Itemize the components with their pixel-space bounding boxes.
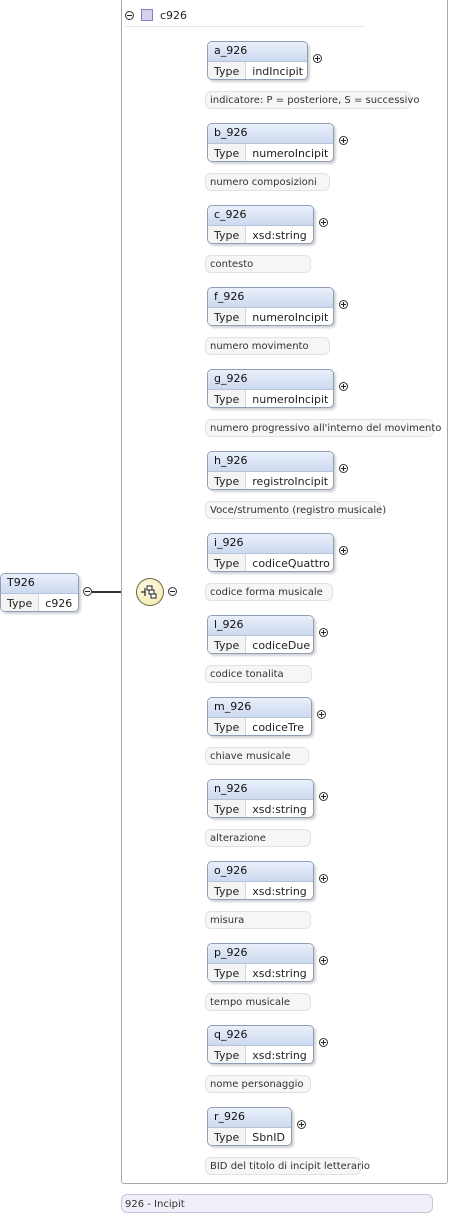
- element-name: l_926: [208, 616, 313, 636]
- element-type-value: xsd:string: [252, 803, 307, 816]
- root-type-value: c926: [45, 597, 73, 610]
- element-documentation: tempo musicale: [205, 993, 311, 1011]
- expand-icon[interactable]: [339, 382, 348, 391]
- element-name: c_926: [208, 206, 313, 226]
- element-type-label: Type: [208, 800, 247, 817]
- element-name: f_926: [208, 288, 333, 308]
- element-type-value: numeroIncipit: [252, 311, 329, 324]
- element-type-label: Type: [208, 472, 247, 489]
- element-documentation: codice tonalita: [205, 665, 312, 683]
- element-name: a_926: [208, 42, 307, 62]
- element-type-label: Type: [208, 226, 247, 243]
- element-documentation: chiave musicale: [205, 747, 309, 765]
- element-documentation: indicatore: P = posteriore, S = successi…: [205, 91, 419, 109]
- element-type-value: registroIncipit: [252, 475, 329, 488]
- root-type-label: Type: [1, 594, 40, 611]
- element-type-label: Type: [208, 882, 247, 899]
- complex-type-name: c926: [160, 8, 188, 22]
- expand-icon[interactable]: [317, 710, 326, 719]
- collapse-icon[interactable]: [125, 10, 134, 20]
- expand-icon[interactable]: [339, 464, 348, 473]
- element-type-value: xsd:string: [252, 967, 307, 980]
- element-type-value: xsd:string: [252, 885, 307, 898]
- type-documentation: 926 - Incipit: [121, 1194, 433, 1213]
- element-name: n_926: [208, 780, 313, 800]
- element-type-value: xsd:string: [252, 229, 307, 242]
- element-documentation: codice forma musicale: [205, 583, 333, 601]
- expand-icon[interactable]: [319, 1038, 328, 1047]
- element-type-label: Type: [208, 1128, 247, 1145]
- element-type-value: codiceTre: [252, 721, 305, 734]
- element-type-label: Type: [208, 636, 247, 653]
- complex-type-icon: [141, 9, 153, 21]
- element-type-value: indIncipit: [252, 65, 303, 78]
- element-type-label: Type: [208, 1046, 247, 1063]
- element-type-label: Type: [208, 390, 247, 407]
- sequence-collapse-icon[interactable]: [168, 587, 177, 596]
- sequence-icon: [141, 585, 157, 599]
- element-name: g_926: [208, 370, 333, 390]
- element-type-label: Type: [208, 718, 247, 735]
- expand-icon[interactable]: [319, 628, 328, 637]
- element-documentation: alterazione: [205, 829, 311, 847]
- expand-icon[interactable]: [319, 956, 328, 965]
- root-element-name: T926: [1, 574, 78, 594]
- element-type-label: Type: [208, 964, 247, 981]
- element-type-value: numeroIncipit: [252, 147, 329, 160]
- element-documentation: BID del titolo di incipit letterario: [205, 1157, 370, 1175]
- element-type-value: codiceDue: [252, 639, 311, 652]
- element-name: q_926: [208, 1026, 313, 1046]
- element-documentation: Voce/strumento (registro musicale): [205, 501, 386, 519]
- complex-type-header: c926: [125, 4, 365, 27]
- expand-icon[interactable]: [339, 136, 348, 145]
- element-type-value: xsd:string: [252, 1049, 307, 1062]
- expand-icon[interactable]: [313, 54, 322, 63]
- element-type-value: numeroIncipit: [252, 393, 329, 406]
- element-type-label: Type: [208, 144, 247, 161]
- element-type-label: Type: [208, 62, 247, 79]
- expand-icon[interactable]: [339, 300, 348, 309]
- element-name: h_926: [208, 452, 333, 472]
- expand-icon[interactable]: [297, 1120, 306, 1129]
- element-documentation: numero movimento: [205, 337, 330, 355]
- element-name: r_926: [208, 1108, 291, 1128]
- element-name: p_926: [208, 944, 313, 964]
- element-name: b_926: [208, 124, 333, 144]
- element-type-value: codiceQuattro: [252, 557, 330, 570]
- expand-icon[interactable]: [339, 546, 348, 555]
- element-name: i_926: [208, 534, 333, 554]
- element-documentation: nome personaggio: [205, 1075, 311, 1093]
- expand-icon[interactable]: [319, 792, 328, 801]
- element-type-label: Type: [208, 554, 247, 571]
- sequence-compositor[interactable]: [136, 578, 164, 606]
- element-type-value: SbnID: [252, 1131, 285, 1144]
- root-collapse-icon[interactable]: [83, 587, 92, 596]
- element-type-label: Type: [208, 308, 247, 325]
- element-name: m_926: [208, 698, 311, 718]
- element-documentation: contesto: [205, 255, 311, 273]
- expand-icon[interactable]: [319, 874, 328, 883]
- element-documentation: numero composizioni: [205, 173, 330, 191]
- element-documentation: numero progressivo all'interno del movim…: [205, 419, 441, 437]
- element-documentation: misura: [205, 911, 311, 929]
- expand-icon[interactable]: [319, 218, 328, 227]
- root-element[interactable]: T926 Type c926: [0, 573, 79, 612]
- element-name: o_926: [208, 862, 313, 882]
